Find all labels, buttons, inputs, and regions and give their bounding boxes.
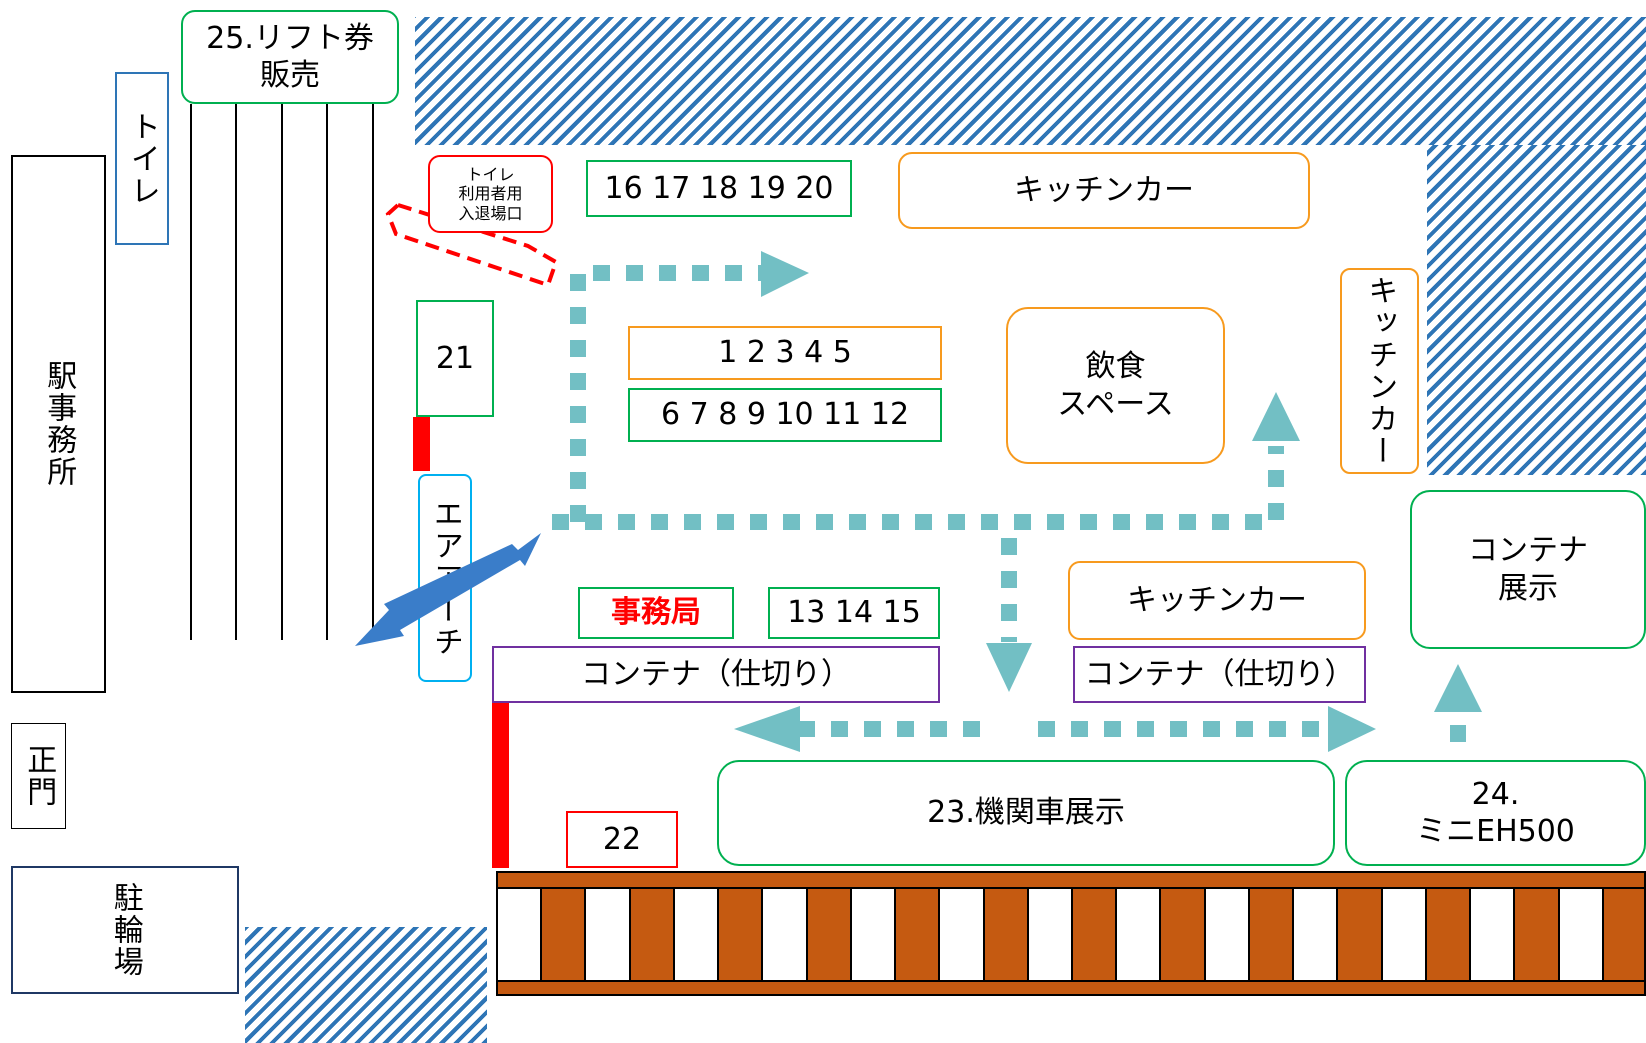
container-partition-left: コンテナ（仕切り）: [492, 646, 940, 703]
booths-13-15: 13 14 15: [768, 587, 940, 639]
kitchen-car-right: キッチンカー: [1340, 268, 1419, 474]
track-tie-white: [1028, 873, 1073, 994]
bicycle-parking: 駐輪場: [11, 866, 239, 994]
barrier-red-upper: [413, 417, 430, 471]
track-tie-brown: [984, 873, 1029, 994]
kitchen-car-top: キッチンカー: [898, 152, 1310, 229]
booth-22: 22: [566, 811, 678, 868]
track-tie-brown: [807, 873, 852, 994]
track-tie-brown: [1073, 873, 1118, 994]
container-partition-right: コンテナ（仕切り）: [1073, 646, 1366, 703]
track-tie-white: [1294, 873, 1339, 994]
container-exhibit: コンテナ 展示: [1410, 490, 1646, 649]
track-tie-white: [763, 873, 808, 994]
track-tie-brown: [1603, 873, 1644, 994]
track-tie-white: [674, 873, 720, 994]
track-tie-white: [1559, 873, 1604, 994]
booths-16-20: 16 17 18 19 20: [586, 160, 852, 217]
track-tie-brown: [1515, 873, 1560, 994]
booths-6-12: 6 7 8 9 10 11 12: [628, 388, 942, 442]
track-tie-brown: [630, 873, 675, 994]
track-tie-brown: [1426, 873, 1472, 994]
station-office: 駅事務所: [11, 155, 106, 693]
track-tie-brown: [1338, 873, 1383, 994]
track-tie-white: [851, 873, 897, 994]
track-tie-brown: [1249, 873, 1295, 994]
booths-1-5: 1 2 3 4 5: [628, 326, 942, 380]
main-gate: 正門: [11, 723, 66, 829]
locomotive-exhibit: 23.機関車展示: [717, 760, 1335, 866]
track-rail: [498, 873, 1644, 889]
booth-21: 21: [416, 300, 494, 417]
toilet: トイレ: [115, 72, 169, 245]
restricted-area-bottom-left: [245, 927, 487, 1043]
track-tie-white: [1382, 873, 1427, 994]
event-office: 事務局: [578, 587, 734, 639]
track-tie-white: [498, 873, 543, 994]
track-rail: [498, 980, 1644, 994]
track-tie-white: [940, 873, 985, 994]
barrier-red-lower: [492, 703, 509, 868]
restricted-area-top: [415, 17, 1646, 145]
track-tie-white: [1205, 873, 1250, 994]
dining-space: 飲食 スペース: [1006, 307, 1225, 464]
track-tie-white: [586, 873, 631, 994]
track-tie-brown: [542, 873, 587, 994]
restricted-area-right: [1427, 145, 1646, 475]
air-arch-flow-arrow: [355, 533, 541, 646]
kitchen-car-middle: キッチンカー: [1068, 561, 1366, 640]
railway-track: [496, 871, 1646, 996]
lift-ticket-sales: 25.リフト券 販売: [181, 10, 399, 104]
track-tie-brown: [719, 873, 764, 994]
track-tie-brown: [1161, 873, 1206, 994]
track-tie-white: [1471, 873, 1516, 994]
track-tie-brown: [896, 873, 941, 994]
track-tie-white: [1117, 873, 1162, 994]
toilet-users-entrance: トイレ 利用者用 入退場口: [428, 155, 553, 233]
mini-eh500-exhibit: 24. ミニEH500: [1345, 760, 1646, 866]
